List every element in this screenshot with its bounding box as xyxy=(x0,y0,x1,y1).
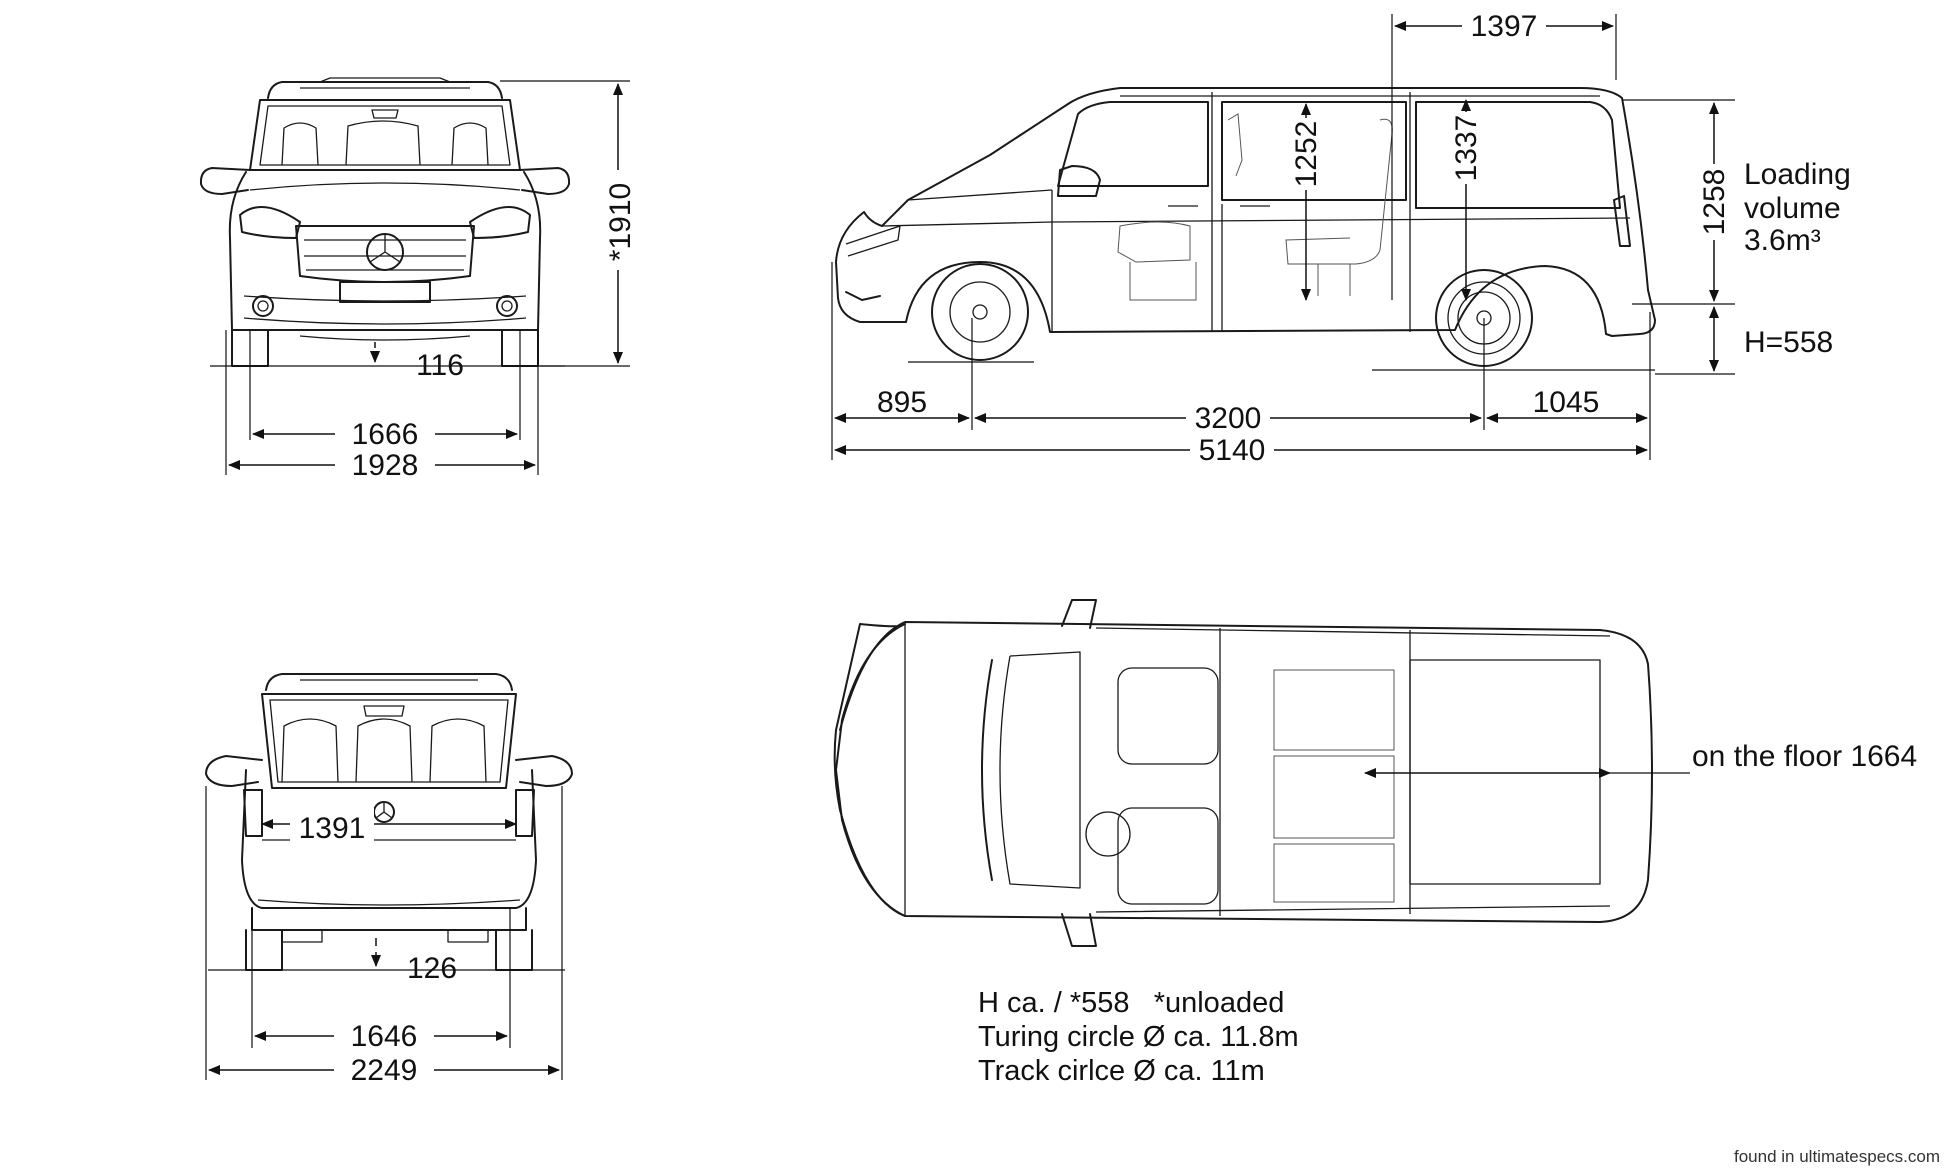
note-line-3: Track cirlce Ø ca. 11m xyxy=(978,1055,1265,1087)
wheelhouse-width-label: 1391 xyxy=(299,812,366,845)
floor-length-label: on the floor 1664 xyxy=(1692,740,1917,773)
note-line-2: Turing circle Ø ca. 11.8m xyxy=(978,1021,1299,1053)
rear-overhang-label: 1045 xyxy=(1533,386,1600,419)
front-view-dimensions: *1910 116 1666 1928 xyxy=(225,80,637,482)
side-view-dimensions: 1397 1252 1337 1258 Loading volume 3.6m³… xyxy=(831,10,1851,467)
top-view xyxy=(833,599,1653,947)
rear-track-label: 1646 xyxy=(351,1020,418,1053)
rear-view xyxy=(205,673,573,971)
front-width-label: 1928 xyxy=(352,449,419,482)
interior-height-rear-label: 1337 xyxy=(1450,115,1483,182)
front-view xyxy=(199,77,571,367)
loading-sill-label: H=558 xyxy=(1744,326,1833,359)
roof-opening-label: 1397 xyxy=(1471,10,1538,43)
notes: H ca. / *558 *unloaded Turing circle Ø c… xyxy=(978,987,1299,1087)
rear-view-dimensions: 1391 126 1646 2249 xyxy=(205,786,563,1087)
front-ground-clearance-label: 116 xyxy=(416,349,464,382)
front-overhang-label: 895 xyxy=(877,386,927,419)
wheelbase-label: 3200 xyxy=(1195,402,1262,435)
front-track-label: 1666 xyxy=(352,418,419,451)
loading-volume-line-2: volume xyxy=(1744,192,1841,225)
rear-ground-clearance-label: 126 xyxy=(407,952,457,985)
interior-height-front-label: 1252 xyxy=(1290,121,1323,188)
loading-volume-line-3: 3.6m³ xyxy=(1744,224,1821,257)
watermark: found in ultimatespecs.com xyxy=(1734,1147,1940,1166)
length-label: 5140 xyxy=(1199,434,1266,467)
rear-width-label: 2249 xyxy=(351,1054,418,1087)
loading-volume-line-1: Loading xyxy=(1744,158,1851,191)
side-view xyxy=(835,87,1656,371)
rear-opening-height-label: 1258 xyxy=(1698,169,1731,236)
note-line-1: H ca. / *558 *unloaded xyxy=(978,987,1284,1019)
front-height-label: *1910 xyxy=(604,183,637,261)
top-view-dimensions: on the floor 1664 xyxy=(1364,740,1917,778)
